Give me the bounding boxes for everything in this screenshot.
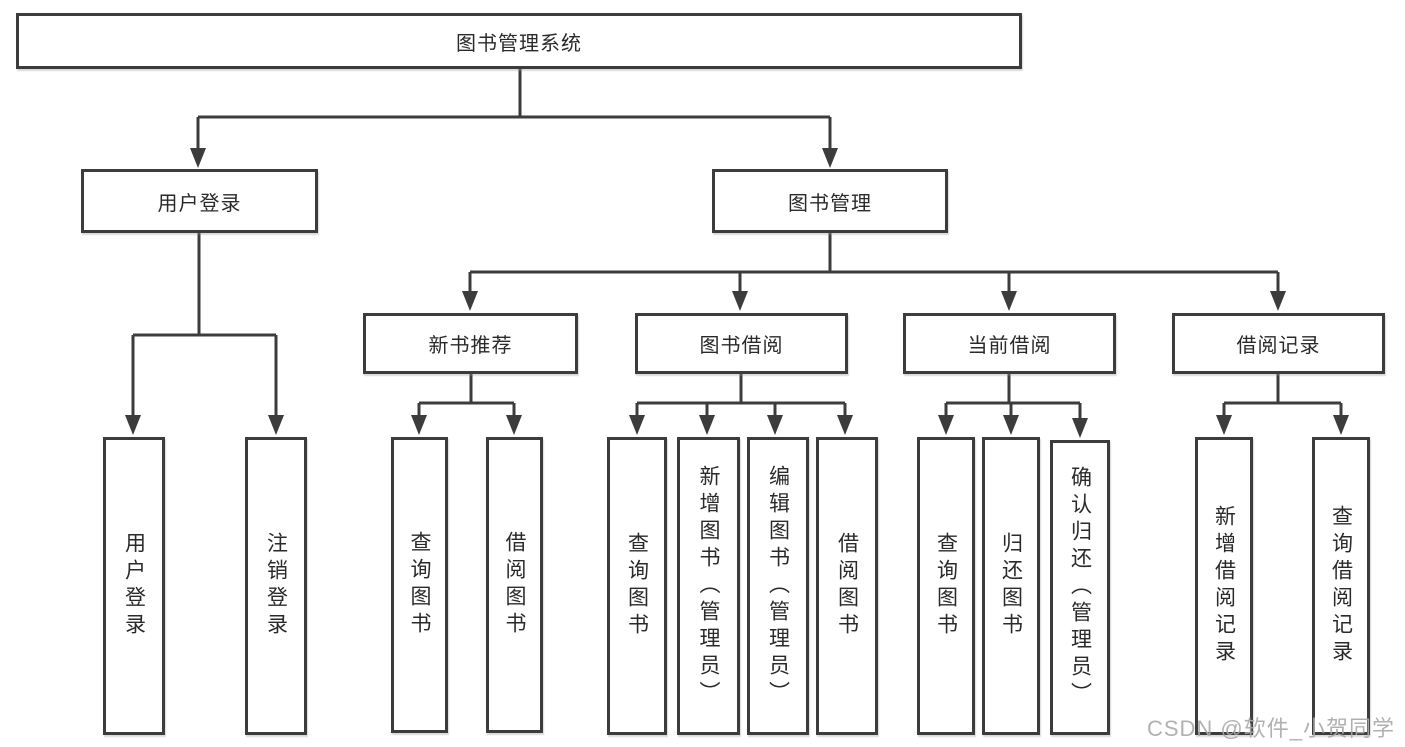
node-label: 图书借阅 bbox=[699, 335, 784, 357]
leaf-label: 借阅图书 bbox=[503, 531, 527, 639]
node-book-borrowing: 图书借阅 bbox=[635, 313, 848, 374]
leaf-confirm-return-admin: 确认归还（管理员） bbox=[1050, 440, 1110, 735]
leaf-query-books-borrowing: 查询图书 bbox=[607, 437, 667, 735]
node-label: 新书推荐 bbox=[428, 335, 513, 357]
leaf-label: 确认归还（管理员） bbox=[1068, 466, 1092, 709]
node-library-management-system: 图书管理系统 bbox=[16, 13, 1022, 69]
leaf-logout: 注销登录 bbox=[245, 437, 307, 735]
edge-currentborrow-to-leaves bbox=[944, 372, 1082, 418]
leaf-borrow-books-recommend: 借阅图书 bbox=[486, 437, 543, 733]
node-label: 当前借阅 bbox=[967, 335, 1052, 357]
node-borrowing-records: 借阅记录 bbox=[1172, 313, 1385, 374]
leaf-user-login: 用户登录 bbox=[103, 437, 165, 735]
leaf-label: 查询图书 bbox=[625, 532, 649, 640]
edge-root-to-branches bbox=[196, 69, 832, 149]
leaf-label: 用户登录 bbox=[122, 532, 146, 640]
leaf-borrow-books-borrowing: 借阅图书 bbox=[816, 437, 878, 735]
node-label: 图书管理 bbox=[788, 192, 872, 215]
leaf-label: 查询图书 bbox=[408, 531, 432, 639]
leaf-query-books-recommend: 查询图书 bbox=[391, 437, 448, 733]
leaf-return-books: 归还图书 bbox=[982, 437, 1040, 735]
node-label: 图书管理系统 bbox=[456, 32, 582, 55]
leaf-add-borrow-record: 新增借阅记录 bbox=[1195, 437, 1253, 735]
leaf-edit-books-admin: 编辑图书（管理员） bbox=[747, 437, 809, 735]
leaf-query-books-current: 查询图书 bbox=[917, 437, 975, 735]
node-book-management: 图书管理 bbox=[712, 169, 948, 233]
edge-bookborrow-to-leaves bbox=[635, 372, 847, 416]
edge-newbook-to-leaves bbox=[417, 372, 516, 416]
leaf-label: 借阅图书 bbox=[835, 532, 859, 640]
edge-records-to-leaves bbox=[1222, 372, 1343, 416]
leaf-label: 归还图书 bbox=[999, 532, 1023, 640]
node-label: 借阅记录 bbox=[1236, 335, 1321, 357]
node-new-book-recommendation: 新书推荐 bbox=[363, 313, 578, 374]
leaf-query-borrow-record: 查询借阅记录 bbox=[1312, 437, 1370, 735]
node-user-login: 用户登录 bbox=[81, 169, 318, 233]
edge-bookmgmt-to-modules bbox=[468, 233, 1280, 292]
leaf-label: 新增图书（管理员） bbox=[697, 464, 721, 708]
leaf-label: 查询借阅记录 bbox=[1329, 505, 1353, 667]
leaf-label: 新增借阅记录 bbox=[1212, 505, 1236, 667]
node-label: 用户登录 bbox=[157, 192, 242, 215]
leaf-label: 编辑图书（管理员） bbox=[766, 464, 790, 708]
leaf-label: 查询图书 bbox=[934, 532, 958, 640]
leaf-label: 注销登录 bbox=[264, 532, 288, 640]
leaf-add-books-admin: 新增图书（管理员） bbox=[677, 437, 740, 735]
csdn-watermark: CSDN @软件_小贺同学 bbox=[1146, 716, 1395, 741]
node-current-borrowing: 当前借阅 bbox=[903, 313, 1116, 374]
edge-userlogin-to-leaves bbox=[131, 233, 278, 416]
